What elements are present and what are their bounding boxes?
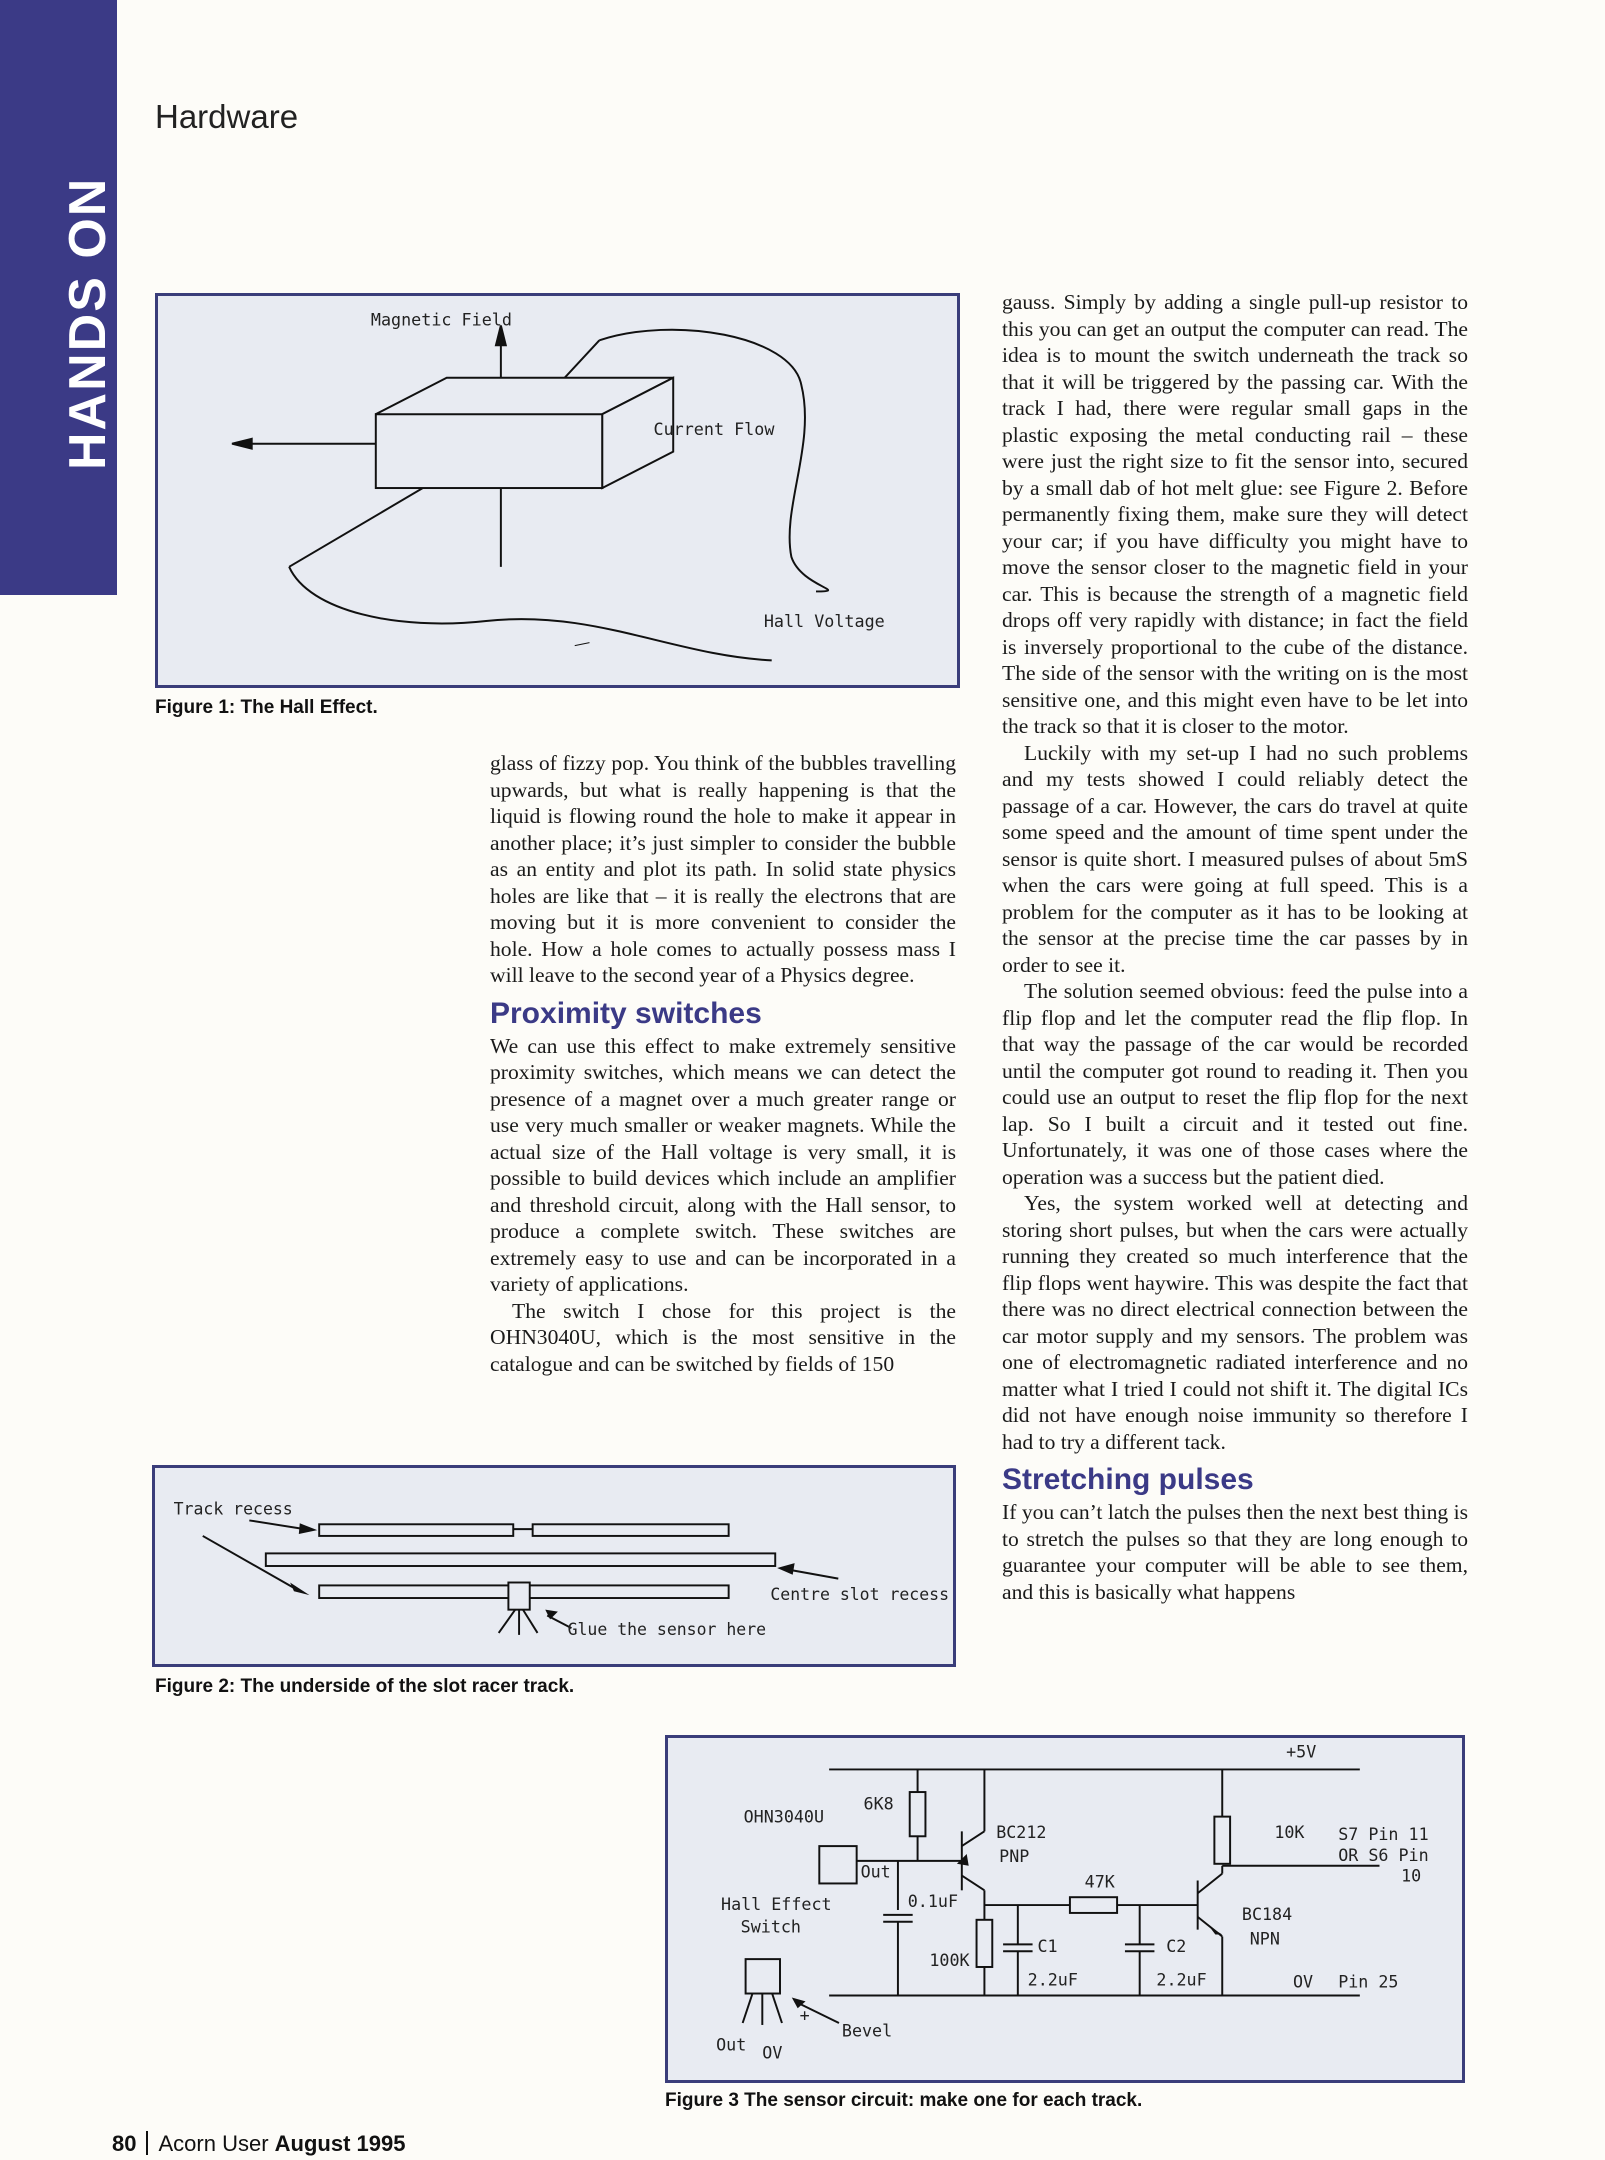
c2-value-label: 2.2uF bbox=[1156, 1970, 1206, 1990]
r10k-label: 10K bbox=[1274, 1822, 1304, 1842]
magazine-name: Acorn User bbox=[158, 2131, 269, 2156]
figure-2-track-underside: Track recess Centre slot recess Glue the… bbox=[152, 1465, 956, 1667]
page-number: 80 bbox=[112, 2131, 137, 2156]
hall-block-front bbox=[374, 413, 604, 490]
upper-recess-right bbox=[531, 1523, 730, 1537]
ohn3040u-block bbox=[818, 1845, 858, 1885]
c1-value-label: 2.2uF bbox=[1028, 1970, 1078, 1990]
sensor-package-icon bbox=[744, 1958, 781, 1995]
right-paragraph-3: The solution seemed obvious: feed the pu… bbox=[1002, 979, 1468, 1189]
right-paragraph-4: Yes, the system worked well at detecting… bbox=[1002, 1191, 1468, 1454]
c2-label: C2 bbox=[1166, 1936, 1186, 1956]
hall-voltage-wire bbox=[599, 328, 830, 593]
right-paragraph-1: gauss. Simply by adding a single pull-up… bbox=[1002, 290, 1468, 738]
ov-label: OV bbox=[1293, 1972, 1313, 1992]
right-paragraph-2: Luckily with my set-up I had no such pro… bbox=[1002, 740, 1468, 977]
right-paragraph-5: If you can’t latch the pulses then the n… bbox=[1002, 1500, 1468, 1604]
figure-3-caption: Figure 3 The sensor circuit: make one fo… bbox=[665, 2090, 1143, 2111]
section-label: Hardware bbox=[155, 98, 299, 135]
bevel-label: Bevel bbox=[842, 2021, 892, 2041]
resistor-6k8 bbox=[908, 1791, 927, 1838]
issue-date: August 1995 bbox=[274, 2131, 406, 2156]
track-recess-label: Track recess bbox=[174, 1500, 293, 1519]
middle-paragraph-1: glass of fizzy pop. You think of the bub… bbox=[490, 751, 956, 987]
centre-slot bbox=[264, 1552, 777, 1567]
heading-stretching-pulses: Stretching pulses bbox=[1002, 1463, 1254, 1496]
resistor-10k bbox=[1213, 1815, 1232, 1865]
r100k-label: 100K bbox=[929, 1950, 969, 1970]
magnetic-field-label: Magnetic Field bbox=[371, 310, 512, 330]
current-flow-label: Current Flow bbox=[654, 419, 776, 439]
upper-recess-left bbox=[318, 1523, 515, 1537]
figure-3-sensor-circuit: +5V OHN3040U 6K8 Out BC212 PNP 10K S7 Pi… bbox=[665, 1735, 1465, 2083]
bc184-label: BC184 bbox=[1242, 1904, 1292, 1924]
npn-label: NPN bbox=[1250, 1928, 1280, 1948]
switch-label: Switch bbox=[741, 1917, 801, 1937]
s7-pin-label: S7 Pin 11 bbox=[1338, 1824, 1428, 1844]
figure-1-caption: Figure 1: The Hall Effect. bbox=[155, 697, 378, 718]
heading-proximity-switches: Proximity switches bbox=[490, 996, 762, 1030]
resistor-100k bbox=[975, 1918, 994, 1968]
plus-label: + bbox=[800, 2005, 810, 2025]
resistor-47k bbox=[1068, 1896, 1119, 1914]
figure-1-hall-effect: Magnetic Field Current Flow Hall Voltage bbox=[155, 293, 960, 688]
sensor-circuit-diagram: +5V OHN3040U 6K8 Out BC212 PNP 10K S7 Pi… bbox=[716, 1742, 1429, 2063]
middle-paragraph-2: We can use this effect to make extremely… bbox=[490, 1033, 956, 1297]
figure-2-caption: Figure 2: The underside of the slot race… bbox=[155, 1676, 575, 1697]
r47k-label: 47K bbox=[1085, 1871, 1115, 1891]
pin25-label: Pin 25 bbox=[1338, 1972, 1398, 1992]
right-column: gauss. Simply by adding a single pull-up… bbox=[1002, 289, 1468, 1605]
middle-paragraph-3: The switch I chose for this project is t… bbox=[490, 1298, 956, 1376]
track-underside-diagram: Track recess Centre slot recess Glue the… bbox=[174, 1500, 949, 1639]
hands-on-tab: HANDS ON bbox=[0, 0, 117, 595]
middle-column: glass of fizzy pop. You think of the bub… bbox=[490, 750, 956, 1377]
leg-ov-label: OV bbox=[762, 2042, 782, 2062]
v5-label: +5V bbox=[1286, 1742, 1316, 1762]
centre-slot-recess-label: Centre slot recess bbox=[770, 1585, 949, 1604]
leg-out-label: Out bbox=[716, 2035, 746, 2055]
r6k8-label: 6K8 bbox=[864, 1794, 894, 1814]
footer-divider bbox=[146, 2131, 149, 2155]
or-s6-pin-label: OR S6 Pin bbox=[1338, 1845, 1428, 1865]
hands-on-label: HANDS ON bbox=[59, 176, 117, 470]
hall-voltage-label: Hall Voltage bbox=[764, 611, 885, 631]
out-pin-label: Out bbox=[861, 1862, 891, 1882]
c01-label: 0.1uF bbox=[908, 1891, 958, 1911]
hall-effect-label: Hall Effect bbox=[721, 1894, 832, 1914]
pnp-label: PNP bbox=[999, 1846, 1029, 1866]
ohn-label: OHN3040U bbox=[744, 1807, 824, 1827]
pin10-label: 10 bbox=[1401, 1865, 1421, 1885]
bc212-label: BC212 bbox=[996, 1822, 1046, 1842]
c1-label: C1 bbox=[1037, 1936, 1057, 1956]
sensor-block bbox=[507, 1581, 531, 1611]
glue-sensor-label: Glue the sensor here bbox=[568, 1620, 767, 1639]
hall-effect-diagram: Magnetic Field Current Flow Hall Voltage bbox=[231, 310, 885, 662]
page-footer: 80 Acorn User August 1995 bbox=[112, 2131, 405, 2157]
